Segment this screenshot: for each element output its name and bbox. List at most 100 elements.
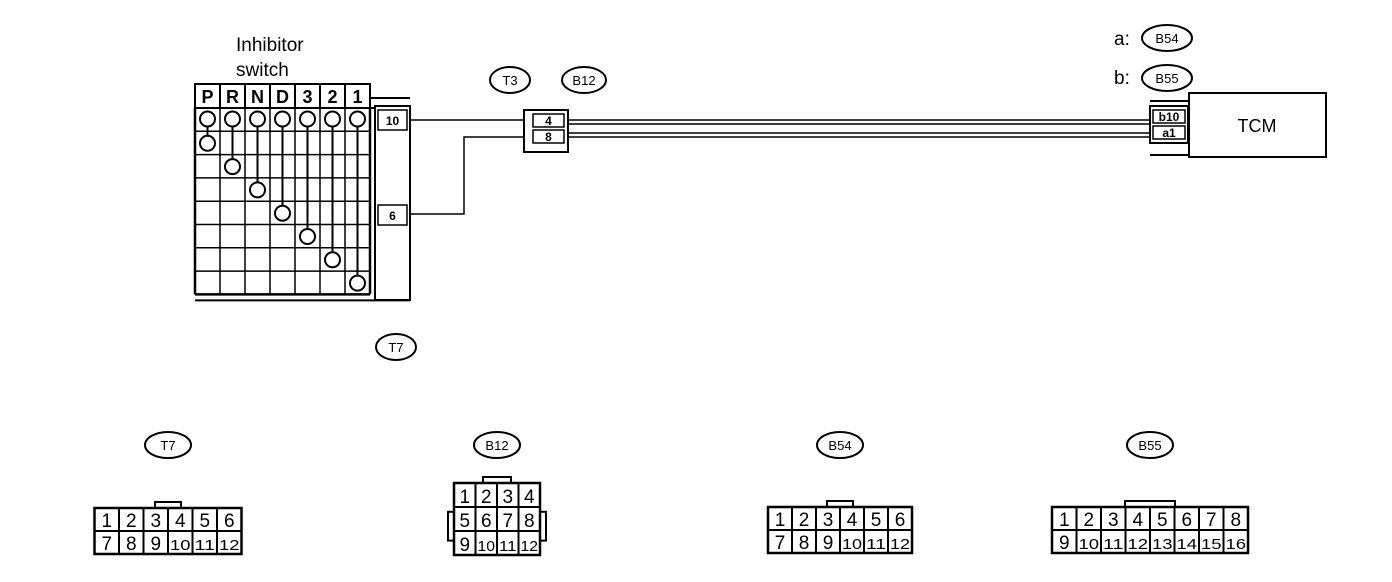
- connector-pin-number: 9: [150, 534, 161, 555]
- joint-badge-left: [489, 66, 531, 94]
- connector-pin-number: 9: [1059, 533, 1070, 554]
- connector-pin-number: 3: [823, 510, 834, 531]
- connector-pin-number: 12: [521, 538, 539, 555]
- switch-contact: [224, 158, 241, 176]
- connector-pin-number: 12: [1128, 536, 1149, 553]
- connector-badge: [473, 431, 521, 459]
- connector-pin-number: 14: [1177, 536, 1198, 553]
- tcm-label: TCM: [1238, 116, 1277, 136]
- switch-header-cell: [294, 83, 321, 109]
- connector-badge: [1126, 431, 1174, 459]
- switch-pin-6: 6: [389, 209, 396, 223]
- switch-contact-top: [199, 110, 216, 128]
- connector-pin-number: 16: [1226, 536, 1247, 553]
- connector-pin-number: 10: [1079, 536, 1100, 553]
- connector-pin-number: 11: [195, 537, 216, 554]
- switch-contact-top: [299, 110, 316, 128]
- connector-pin-number: 4: [847, 510, 858, 531]
- wire-pin6: [410, 136, 526, 215]
- connector-pin-number: 8: [524, 511, 535, 532]
- connector-code: B12: [485, 438, 508, 453]
- switch-contact-top: [349, 110, 366, 128]
- connector-code: B54: [828, 438, 851, 453]
- joint-badge-right-code: B12: [572, 73, 595, 88]
- connector-pin-number: 5: [199, 511, 210, 532]
- connector-pin-number: 3: [1108, 510, 1119, 531]
- joint-badge-left-code: T3: [502, 73, 517, 88]
- connector-pin-number: 6: [481, 511, 492, 532]
- switch-title-line2: switch: [236, 60, 289, 81]
- connector-pin-number: 2: [799, 510, 810, 531]
- switch-contact-top: [224, 110, 241, 128]
- connector-pin-number: 4: [524, 487, 535, 508]
- connector-pin-number: 7: [101, 534, 112, 555]
- connector-pin-number: 15: [1201, 536, 1222, 553]
- connector-pin-number: 7: [502, 511, 513, 532]
- switch-position-label: 3: [302, 87, 312, 107]
- connector-pin-number: 4: [1132, 510, 1143, 531]
- legend-b-code: B55: [1155, 71, 1178, 86]
- switch-contact-top: [324, 110, 341, 128]
- connector-badge: [144, 431, 192, 459]
- joint-badge-right: [561, 66, 607, 94]
- connector-pin-number: 11: [866, 536, 886, 553]
- connector-pin-number: 11: [499, 538, 517, 555]
- connector-pin-number: 8: [799, 533, 810, 554]
- switch-contact: [274, 204, 291, 222]
- switch-contact: [349, 274, 366, 292]
- switch-position-label: N: [251, 87, 264, 107]
- connector-pin-number: 2: [126, 511, 137, 532]
- switch-position-label: D: [276, 87, 289, 107]
- switch-connector-badge: T7: [375, 333, 417, 361]
- legend-a-prefix: a:: [1114, 29, 1130, 50]
- tcm-legend: a: B54 b: B55: [1114, 24, 1193, 92]
- switch-contact: [299, 228, 316, 245]
- connector-pin-number: 1: [101, 511, 112, 532]
- connector-pin-number: 2: [1083, 510, 1094, 531]
- legend-b-prefix: b:: [1114, 68, 1130, 89]
- connector-pin-number: 5: [459, 511, 470, 532]
- switch-title-line1: Inhibitor: [236, 35, 304, 56]
- connector-code: T7: [160, 438, 175, 453]
- connector-pin-number: 9: [459, 535, 470, 556]
- connector-pin-number: 5: [1157, 510, 1168, 531]
- connector-pin-number: 1: [775, 510, 786, 531]
- connector-pin-number: 13: [1152, 536, 1173, 553]
- legend-a-code: B54: [1155, 31, 1178, 46]
- tcm-pin-b10: b10: [1159, 110, 1180, 124]
- connector-pin-number: 10: [170, 537, 191, 554]
- connector-pin-number: 6: [1181, 510, 1192, 531]
- connector-pin-number: 12: [890, 536, 910, 553]
- connector-pin-number: 8: [1230, 510, 1241, 531]
- connector-pin-number: 7: [1206, 510, 1217, 531]
- connector-pin-number: 8: [126, 534, 137, 555]
- switch-contact-top: [249, 110, 266, 128]
- switch-contact: [249, 181, 266, 199]
- connector-pin-number: 3: [502, 487, 513, 508]
- switch-contact: [324, 251, 341, 269]
- switch-position-label: 2: [327, 87, 337, 107]
- connector-pin-number: 3: [150, 511, 161, 532]
- connector-pin-number: 5: [871, 510, 882, 531]
- connector-pin-number: 10: [478, 538, 496, 555]
- switch-pin-10-box: [377, 109, 408, 131]
- connector-pin-number: 6: [895, 510, 906, 531]
- switch-contact: [199, 134, 216, 152]
- switch-pin-6-box: [377, 204, 408, 226]
- switch-terminal-block: 10 6: [369, 97, 411, 301]
- tcm-module: b10 a1 TCM: [1149, 92, 1327, 158]
- connector-pin-number: 10: [842, 536, 862, 553]
- connector-pin-number: 2: [481, 487, 492, 508]
- connector-pin-number: 11: [1103, 536, 1124, 553]
- connector-badge: [816, 431, 864, 459]
- switch-connector-code: T7: [388, 340, 403, 355]
- wires: [410, 119, 1152, 215]
- switch-pin-10: 10: [386, 114, 400, 128]
- switch-position-label: 1: [352, 87, 362, 107]
- switch-position-label: R: [226, 87, 239, 107]
